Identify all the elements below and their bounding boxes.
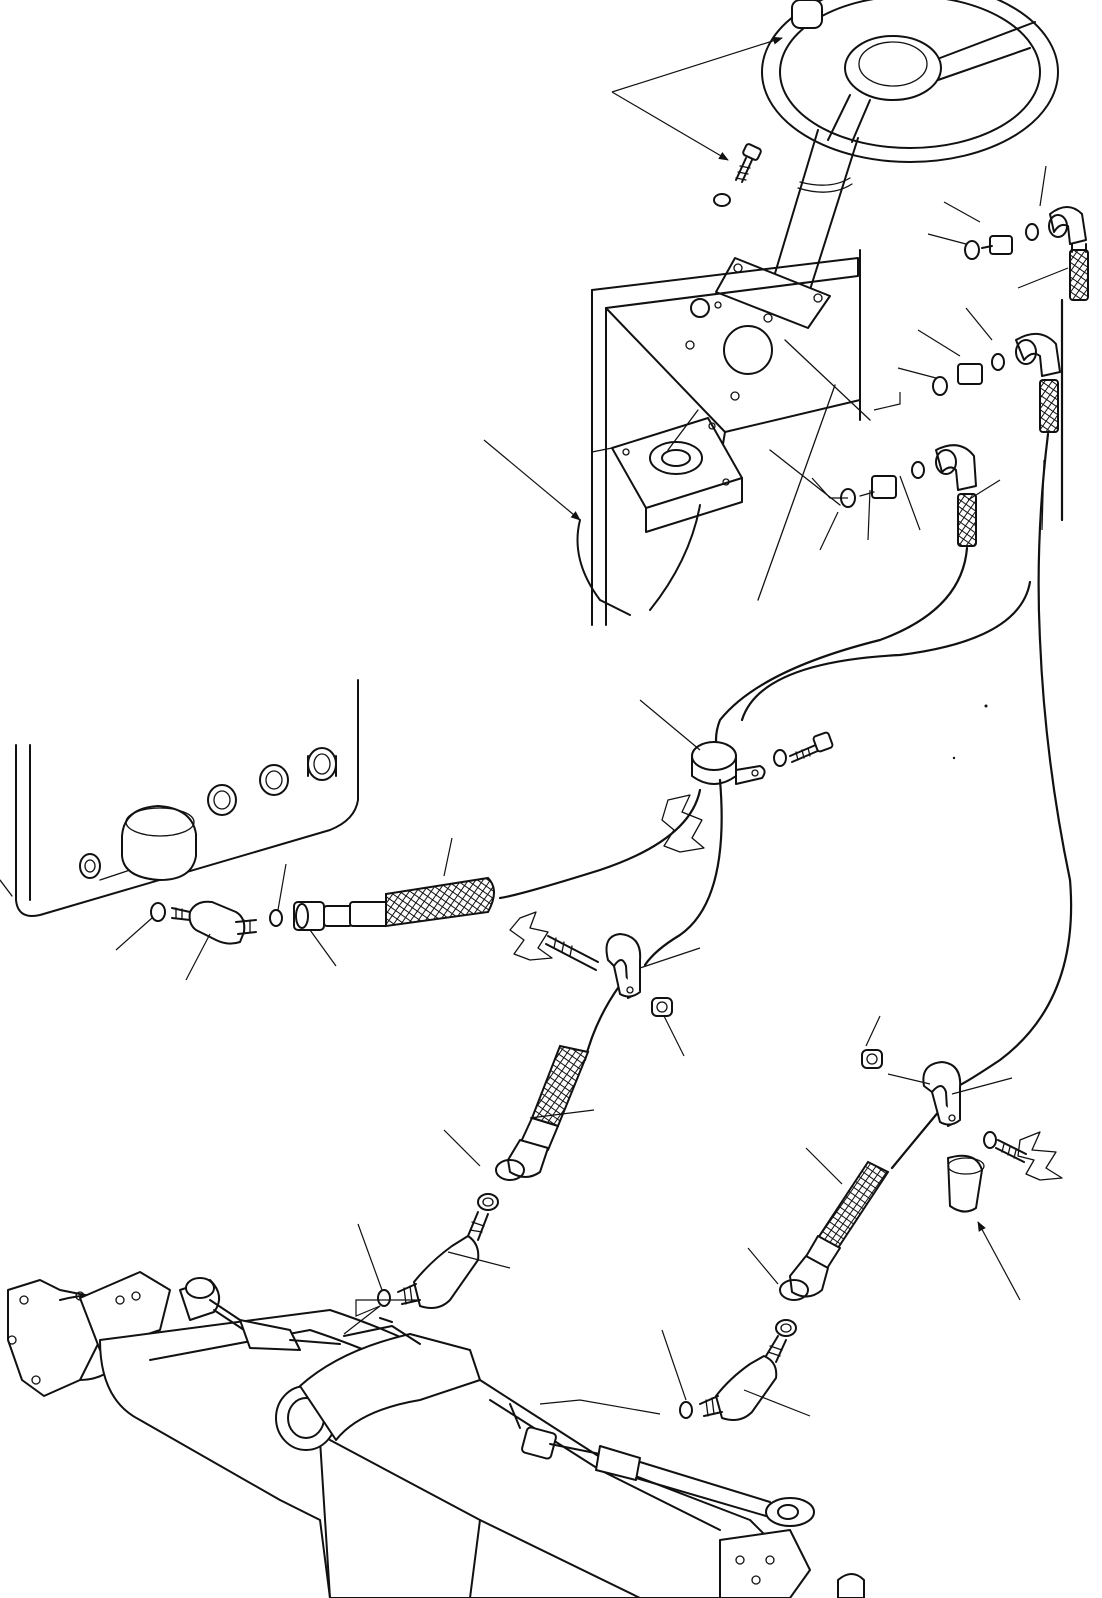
leader-lines	[116, 166, 1068, 1416]
dashboard-panel	[592, 250, 870, 625]
stray-mark	[952, 756, 956, 760]
lower-hose-clamp	[862, 1050, 1062, 1212]
steering-column	[716, 130, 858, 328]
upper-frame-section	[662, 795, 704, 852]
upper-hose-clamp	[692, 732, 833, 784]
valve-port-fittings-3	[841, 445, 976, 546]
bulkhead-fittings	[80, 748, 336, 880]
middle-mount-bolt	[510, 912, 598, 970]
lower-left-hose	[378, 1046, 588, 1308]
left-fittings-row	[151, 878, 494, 944]
steering-valve	[578, 410, 743, 615]
valve-port-fittings-2	[933, 334, 1060, 432]
valve-port-fittings-1	[965, 207, 1088, 300]
lower-right-hose	[680, 1162, 888, 1420]
indicator-arrows	[484, 36, 1020, 1300]
mounting-bolt	[714, 143, 762, 206]
steering-wheel	[762, 0, 1058, 162]
bulkhead-panel	[0, 680, 358, 916]
stray-mark	[984, 704, 988, 708]
hydraulic-hoses	[500, 300, 1071, 1168]
front-axle	[8, 1272, 864, 1598]
middle-hose-clamp	[607, 934, 673, 1016]
